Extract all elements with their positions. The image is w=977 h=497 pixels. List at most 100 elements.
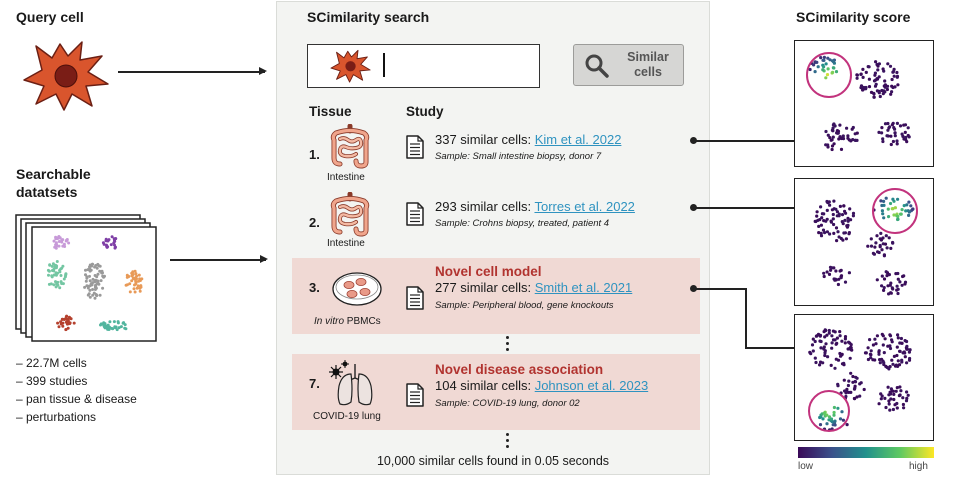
umap-point — [892, 392, 896, 396]
umap-point — [904, 399, 909, 403]
umap-point — [859, 72, 863, 76]
dataset-point — [64, 239, 68, 243]
umap-point — [872, 95, 876, 99]
umap-point — [830, 144, 835, 148]
umap-point — [891, 241, 895, 245]
umap-point — [894, 363, 898, 367]
umap-point — [838, 330, 842, 334]
umap-point — [893, 206, 897, 210]
umap-point — [906, 126, 910, 130]
umap-point — [849, 371, 853, 375]
umap-point — [824, 143, 828, 147]
umap-point — [886, 344, 890, 348]
umap-point — [819, 56, 823, 60]
umap-point — [832, 66, 836, 70]
dataset-point — [103, 322, 106, 326]
umap-point — [893, 131, 897, 135]
umap-point — [905, 140, 909, 144]
tissue-label-rest: PBMCs — [344, 316, 381, 327]
query-cell-title: Query cell — [16, 9, 84, 25]
umap-point — [891, 197, 895, 201]
umap-point — [886, 62, 890, 66]
umap-point — [895, 386, 899, 390]
umap-point — [869, 356, 873, 360]
dataset-point — [66, 319, 70, 323]
text-caret — [383, 53, 385, 77]
dataset-point — [111, 327, 115, 331]
umap-point — [891, 207, 895, 211]
dataset-point — [68, 316, 72, 320]
umap-point — [846, 219, 850, 223]
study-link-kim[interactable]: Kim et al. 2022 — [534, 132, 622, 147]
intestine-icon — [330, 192, 370, 237]
umap-point — [883, 122, 888, 126]
dataset-point — [135, 274, 139, 278]
umap-point — [896, 217, 900, 221]
umap-point — [853, 384, 857, 388]
umap-point — [900, 341, 904, 345]
similar-cells-label: Similar cells — [618, 50, 678, 80]
study-link-johnson[interactable]: Johnson et al. 2023 — [534, 378, 649, 393]
umap-point — [831, 217, 835, 221]
umap-point — [825, 73, 830, 77]
highlight-circle — [806, 52, 852, 98]
umap-point — [817, 231, 821, 235]
umap-point — [911, 207, 915, 211]
umap-point — [864, 87, 868, 91]
score-map-2 — [794, 178, 934, 306]
umap-point — [883, 90, 887, 94]
similar-cells-button[interactable]: Similar cells — [573, 44, 684, 86]
dataset-point — [63, 317, 67, 321]
umap-point — [851, 214, 855, 218]
umap-point — [890, 84, 894, 88]
tissue-label: Intestine — [327, 238, 365, 249]
study-link-smith[interactable]: Smith et al. 2021 — [534, 280, 633, 295]
umap-point — [831, 123, 835, 127]
umap-point — [880, 274, 884, 278]
umap-point — [837, 137, 841, 141]
umap-point — [895, 142, 899, 146]
umap-point — [858, 394, 862, 398]
umap-point — [858, 382, 862, 386]
study-link-torres[interactable]: Torres et al. 2022 — [534, 199, 635, 214]
umap-point — [896, 333, 900, 337]
umap-point — [902, 350, 906, 354]
umap-point — [823, 231, 827, 235]
dataset-point — [85, 276, 89, 280]
dataset-point — [101, 274, 105, 278]
dataset-point — [130, 279, 134, 283]
umap-point — [901, 274, 905, 279]
umap-point — [874, 60, 878, 64]
dataset-point — [133, 276, 137, 280]
umap-point — [838, 123, 842, 127]
umap-point — [890, 77, 894, 82]
umap-point — [895, 70, 899, 75]
umap-point — [840, 220, 844, 224]
umap-point — [881, 139, 885, 144]
umap-point — [866, 346, 870, 350]
result-number: 2. — [309, 215, 320, 230]
umap-point — [846, 347, 850, 351]
search-input[interactable] — [307, 44, 540, 88]
umap-point — [896, 277, 900, 281]
umap-point — [874, 78, 878, 82]
dataset-point — [133, 290, 137, 294]
umap-point — [827, 328, 831, 333]
umap-point — [834, 269, 838, 273]
umap-point — [837, 277, 841, 281]
umap-point — [905, 347, 909, 351]
umap-point — [877, 75, 881, 79]
umap-point — [831, 70, 835, 74]
stat-cells: – 22.7M cells — [16, 356, 87, 370]
umap-point — [898, 124, 903, 128]
umap-point — [846, 383, 850, 388]
dataset-point — [135, 286, 139, 290]
dataset-point — [63, 275, 67, 279]
umap-point — [855, 76, 859, 80]
umap-point — [895, 401, 899, 406]
umap-point — [882, 84, 886, 88]
lung-icon — [329, 360, 373, 406]
umap-point — [880, 131, 884, 135]
dataset-point — [67, 241, 71, 245]
umap-point — [882, 199, 886, 203]
